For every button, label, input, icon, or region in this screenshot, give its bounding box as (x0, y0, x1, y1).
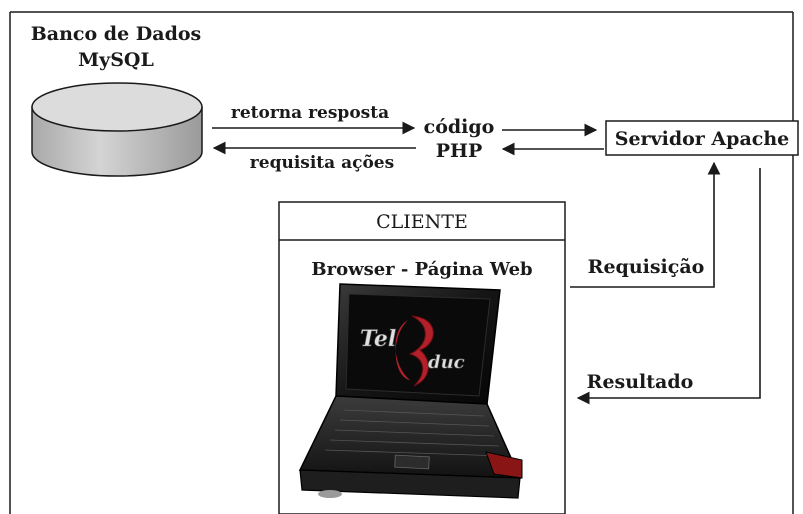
svg-text:duc: duc (428, 352, 465, 373)
php-code-line1: código (424, 116, 495, 138)
apache-server-box: Servidor Apache (605, 120, 799, 156)
result-label: Resultado (587, 371, 694, 393)
request-label: Requisição (588, 256, 705, 278)
client-title: CLIENTE (376, 211, 468, 233)
teleduc-logo: Tel duc (360, 315, 465, 387)
outer-frame (9, 11, 794, 514)
client-subtitle: Browser - Página Web (311, 259, 532, 280)
returns-response-label: retorna resposta (231, 103, 389, 123)
laptop-icon: Tel duc (298, 283, 523, 499)
apache-server-label: Servidor Apache (615, 128, 789, 150)
php-code-line2: PHP (436, 140, 483, 162)
database-title-line1: Banco de Dados (31, 23, 201, 45)
database-title-line2: MySQL (78, 49, 154, 71)
request-arrow (570, 161, 721, 288)
database-cylinder-icon (31, 82, 203, 177)
svg-text:Tel: Tel (360, 326, 396, 352)
result-arrow (576, 168, 761, 405)
requests-actions-label: requisita ações (250, 153, 394, 173)
